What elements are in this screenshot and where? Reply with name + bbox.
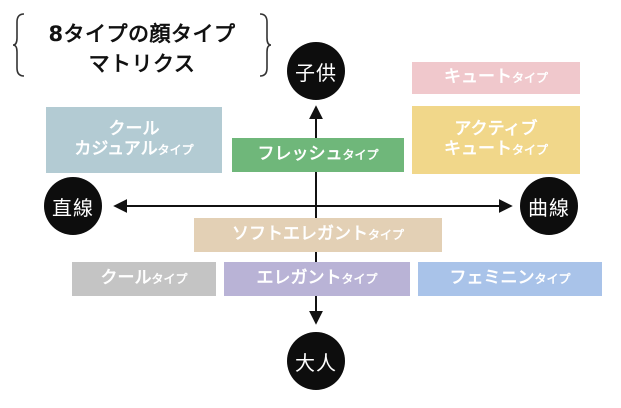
- active-cute-suffix: タイプ: [511, 143, 548, 157]
- cool-label: クール: [100, 268, 152, 289]
- fresh-label: フレッシュ: [257, 144, 343, 165]
- cool-casual-label-2: カジュアル: [74, 139, 158, 159]
- pole-child: 子供: [287, 42, 345, 100]
- active-cute-label-1: アクティブ: [454, 119, 538, 140]
- cool-casual-type-box: クール カジュアルタイプ: [46, 107, 222, 173]
- cool-casual-label-1: クール: [108, 119, 160, 140]
- soft-elegant-suffix: タイプ: [367, 228, 404, 243]
- fresh-suffix: タイプ: [342, 148, 379, 163]
- right-brace-icon: [259, 13, 272, 77]
- cute-label: キュート: [443, 67, 512, 88]
- active-cute-type-box: アクティブ キュートタイプ: [412, 106, 580, 174]
- cute-type-box: キュートタイプ: [412, 62, 580, 94]
- pole-curve: 曲線: [520, 177, 578, 235]
- cool-type-box: クールタイプ: [72, 262, 216, 296]
- fresh-type-box: フレッシュタイプ: [232, 138, 404, 172]
- diagram-title: 8タイプの顔タイプ マトリクス: [12, 10, 272, 80]
- soft-elegant-label: ソフトエレガント: [231, 224, 368, 245]
- left-brace-icon: [12, 13, 25, 77]
- soft-elegant-type-box: ソフトエレガントタイプ: [194, 218, 442, 252]
- elegant-suffix: タイプ: [341, 272, 378, 287]
- active-cute-label-2: キュート: [443, 139, 512, 159]
- elegant-label: エレガント: [256, 268, 342, 289]
- elegant-type-box: エレガントタイプ: [224, 262, 410, 296]
- title-line-1: 8タイプの顔タイプ: [48, 22, 236, 46]
- cool-casual-suffix: タイプ: [157, 143, 194, 157]
- feminine-type-box: フェミニンタイプ: [418, 262, 602, 296]
- pole-adult: 大人: [287, 332, 345, 390]
- cute-suffix: タイプ: [511, 71, 548, 86]
- pole-straight: 直線: [44, 177, 102, 235]
- feminine-label: フェミニン: [449, 268, 535, 289]
- cool-suffix: タイプ: [151, 272, 188, 287]
- title-line-2: マトリクス: [88, 52, 196, 76]
- feminine-suffix: タイプ: [534, 272, 571, 287]
